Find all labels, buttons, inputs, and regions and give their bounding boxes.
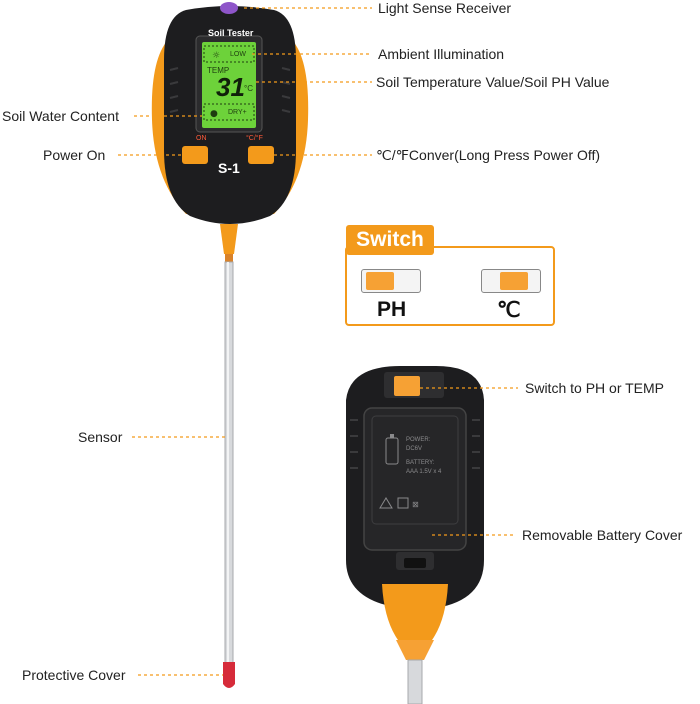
switch-panel: PH ℃	[345, 246, 555, 326]
callout-soil-value: Soil Temperature Value/Soil PH Value	[376, 74, 610, 90]
callout-sensor: Sensor	[78, 429, 123, 445]
power-on-button	[182, 146, 208, 164]
drop-icon: ●	[210, 109, 218, 119]
lcd-unit: °C	[244, 84, 253, 93]
warning-icon	[379, 497, 393, 509]
back-battery-value: AAA 1.5V x 4	[406, 469, 442, 475]
brand-label: Soil Tester	[208, 28, 254, 38]
switch-knob-temp	[500, 272, 528, 290]
btn-unit-label: °C/°F	[246, 135, 263, 142]
switch-title: Switch	[346, 225, 434, 255]
lcd-mode-text: TEMP	[207, 66, 230, 75]
lcd-screen	[202, 42, 256, 128]
back-battery-label: BATTERY:	[406, 460, 435, 466]
callout-ambient: Ambient Illumination	[378, 46, 505, 62]
back-device: ⊠	[346, 366, 484, 704]
light-sensor-icon	[220, 2, 238, 14]
protective-cap	[223, 662, 235, 688]
model-label: S-1	[218, 160, 240, 176]
callout-convert: ℃/℉Conver(Long Press Power Off)	[376, 147, 601, 163]
unit-convert-button	[248, 146, 274, 164]
lcd-value: 31	[216, 72, 245, 102]
callout-protective: Protective Cover	[22, 667, 126, 683]
bin-icon: ⊠	[412, 500, 419, 509]
callout-light-sense: Light Sense Receiver	[378, 0, 512, 16]
switch-option-ph: PH	[377, 298, 407, 321]
callout-battery-cover: Removable Battery Cover	[522, 527, 683, 543]
callout-power-on: Power On	[43, 147, 106, 163]
battery-cover	[363, 407, 467, 551]
leader-lines	[118, 7, 518, 676]
front-device: ☼ ●	[151, 2, 309, 688]
btn-on-label: ON	[196, 135, 207, 142]
ph-temp-switch	[394, 376, 420, 396]
switch-temp-illustration	[481, 269, 541, 293]
callout-switch-to: Switch to PH or TEMP	[525, 380, 665, 396]
back-power-value: DC6V	[406, 446, 423, 452]
lcd-bottom-text: DRY+	[228, 109, 247, 116]
callout-water: Soil Water Content	[2, 108, 119, 124]
lcd-top-text: LOW	[230, 51, 246, 58]
switch-option-temp: ℃	[497, 299, 521, 322]
switch-knob-ph	[366, 272, 394, 290]
back-power-label: POWER:	[406, 437, 431, 443]
sun-icon: ☼	[212, 51, 220, 61]
switch-ph-illustration	[361, 269, 421, 293]
